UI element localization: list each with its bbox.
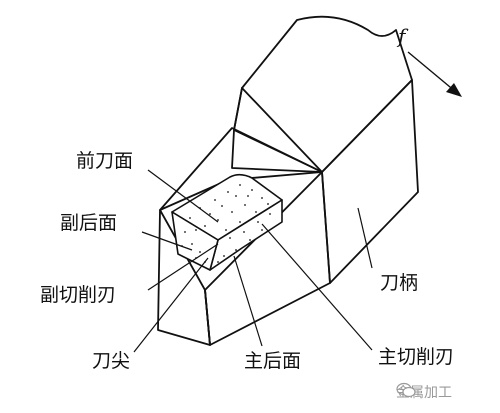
leader-tool-tip — [133, 257, 209, 353]
watermark: 金属加工 — [396, 382, 452, 402]
leader-rake-face — [147, 169, 219, 223]
shank-top-face — [233, 15, 413, 173]
insert-top-face — [171, 173, 283, 241]
label-rake-face: 前刀面 — [76, 150, 134, 172]
neck-face — [231, 87, 323, 173]
label-main-cutting-edge: 主切削刃 — [378, 346, 455, 368]
leader-minor-flank — [141, 231, 193, 251]
leader-main-cutting-edge — [261, 223, 373, 351]
leader-main-flank — [233, 255, 263, 347]
leader-lines — [133, 169, 373, 353]
feed-symbol: f — [398, 24, 406, 48]
tip-edge — [204, 289, 211, 346]
label-tool-shank: 刀柄 — [380, 272, 419, 294]
label-main-flank: 主后面 — [244, 350, 302, 372]
shank-side-face — [321, 79, 419, 284]
label-minor-flank: 副后面 — [60, 212, 118, 234]
label-tool-tip: 刀尖 — [92, 350, 131, 372]
leader-tool-shank — [357, 207, 373, 269]
wechat-icon — [396, 382, 416, 398]
leader-minor-cutting-edge — [147, 243, 219, 291]
shank-top-edge — [241, 87, 323, 173]
insert-left-face — [171, 211, 219, 271]
label-minor-cutting-edge: 副切削刃 — [40, 284, 117, 306]
feed-arrow — [407, 51, 462, 97]
